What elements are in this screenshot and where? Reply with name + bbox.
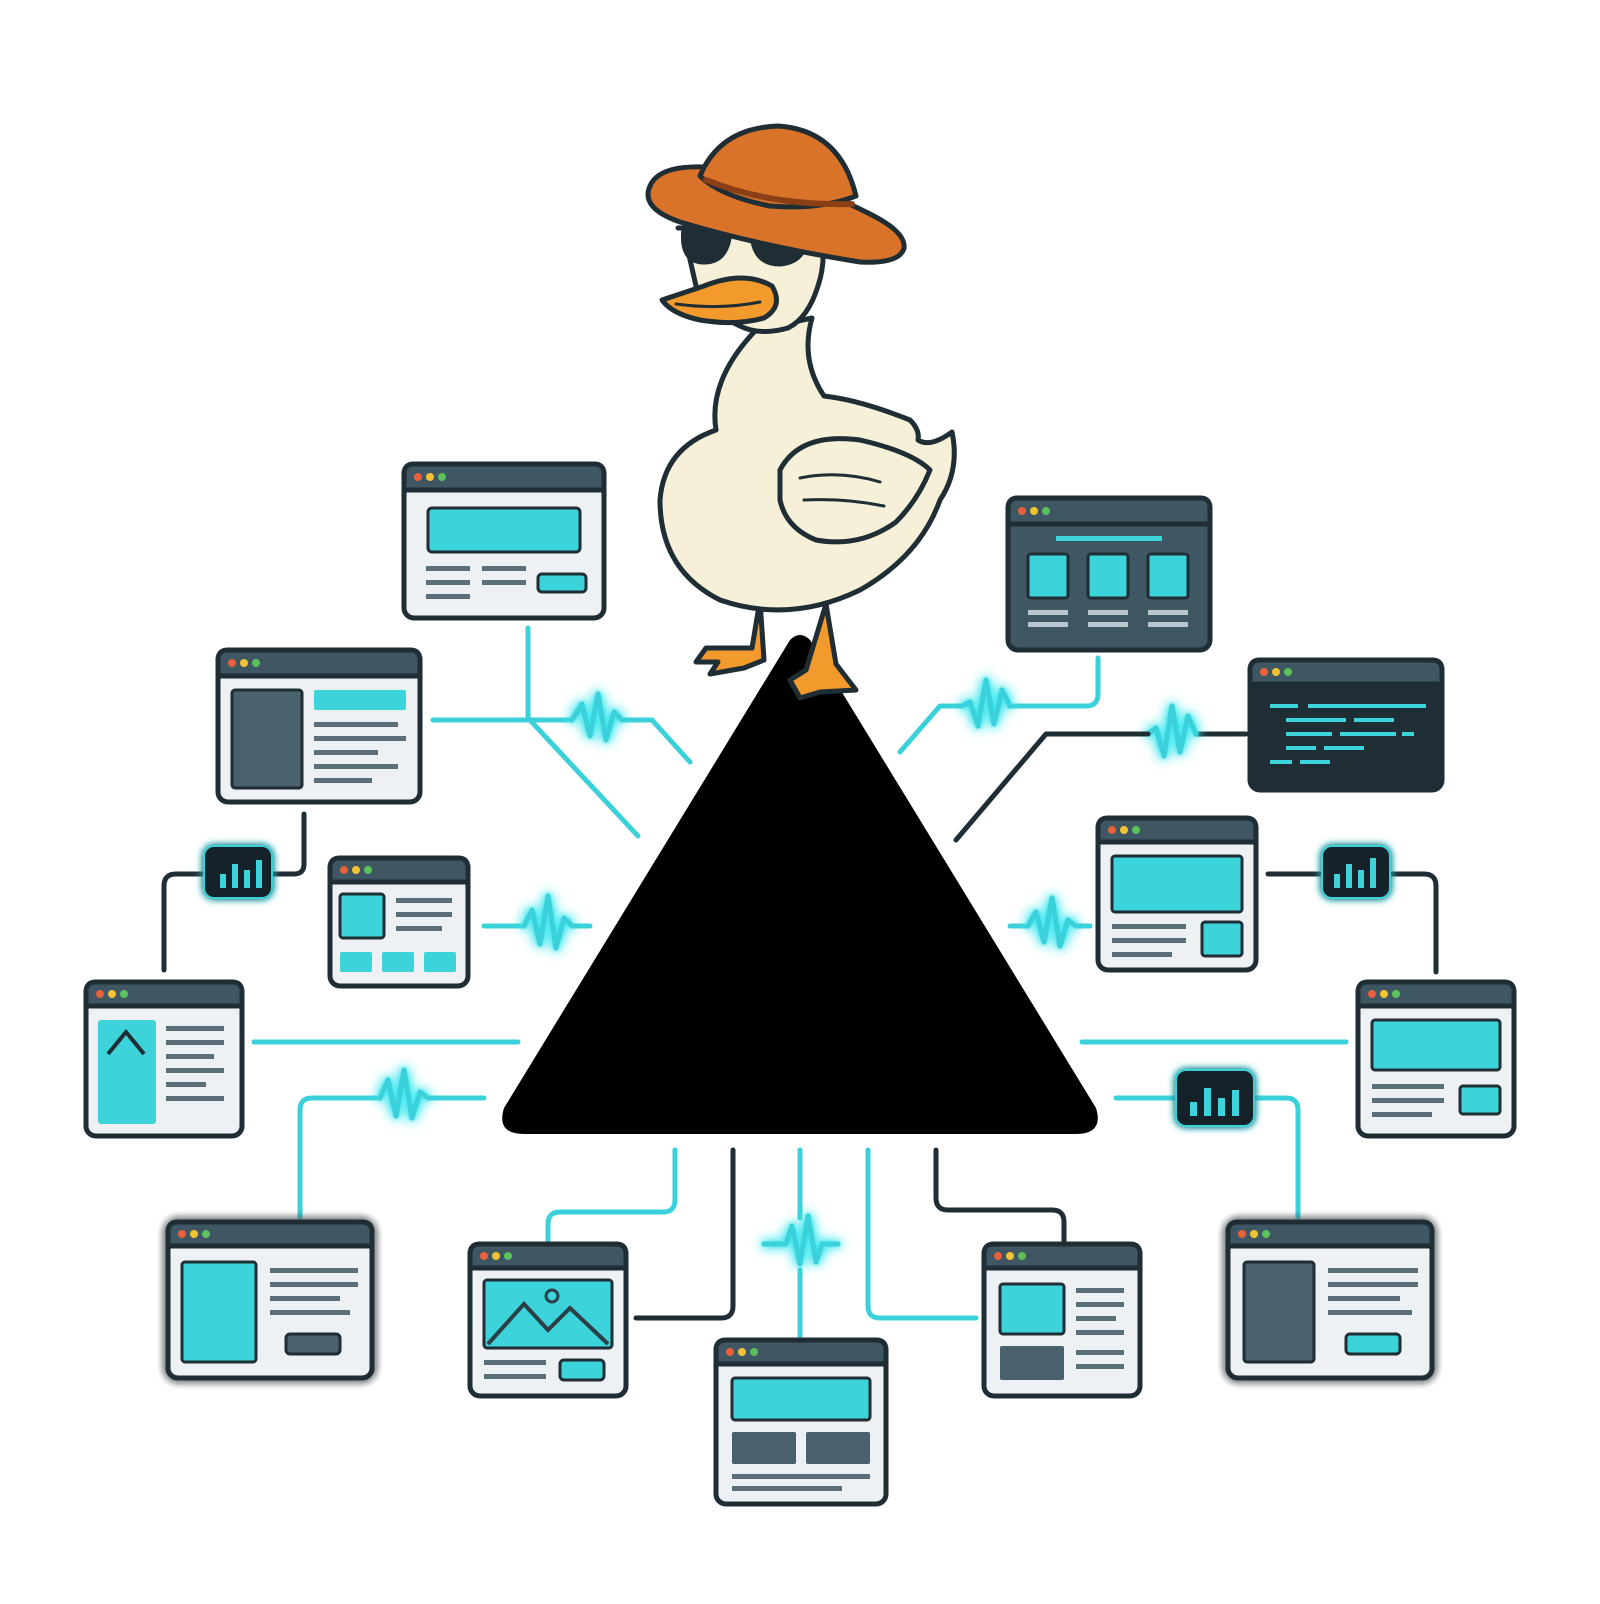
connector-line (865, 1147, 979, 1321)
connector-line (1243, 1095, 1301, 1225)
connector-line (525, 625, 641, 839)
connector-line (619, 717, 693, 765)
heartbeat-pulse-icon (959, 677, 1013, 729)
heartbeat-pulse-icon (521, 893, 575, 951)
connector-line (161, 871, 207, 973)
browser-window-icon (327, 855, 471, 989)
bar-chart-icon (1175, 1069, 1255, 1127)
browser-window-icon (165, 1219, 375, 1381)
duck-mascot-icon (645, 123, 957, 701)
browser-window-icon (713, 1337, 889, 1507)
connector-line (897, 703, 965, 755)
connector-line (297, 1095, 383, 1225)
connector-line (933, 1147, 1067, 1247)
browser-window-icon (1005, 495, 1213, 653)
heartbeat-pulse-icon (761, 1213, 841, 1267)
browser-window-icon (83, 979, 245, 1139)
browser-window-icon (401, 461, 607, 621)
bar-chart-icon (203, 845, 273, 899)
connector-line (633, 1147, 736, 1321)
browser-window-icon (1225, 1219, 1435, 1381)
heartbeat-pulse-icon (1025, 895, 1079, 949)
browser-window-icon (981, 1241, 1143, 1399)
mountain-image-icon (482, 1278, 614, 1350)
central-pyramid (502, 635, 1098, 1134)
connector-line (953, 731, 1151, 843)
heartbeat-pulse-icon (1145, 703, 1199, 759)
connector-line (1007, 655, 1101, 709)
connector-line (545, 1147, 678, 1247)
connector-lines (161, 625, 1439, 1339)
code-terminal-icon (1247, 657, 1445, 793)
browser-window-icon (467, 1241, 629, 1399)
bar-chart-icon (1321, 845, 1391, 899)
browser-window-icon (1095, 815, 1259, 973)
connector-line (267, 811, 307, 877)
heartbeat-pulse-icon (569, 691, 625, 743)
heartbeat-pulse-icon (377, 1067, 431, 1121)
connector-line (1387, 871, 1439, 975)
browser-window-icon (215, 647, 423, 805)
browser-window-icon (1355, 979, 1517, 1139)
